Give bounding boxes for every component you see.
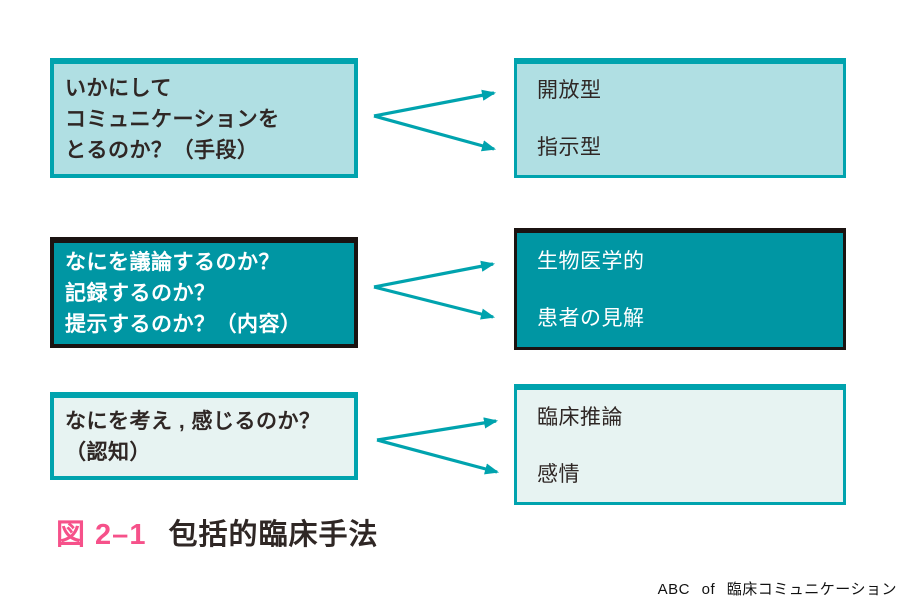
- box-biomedical-patient-view: 生物医学的 患者の見解: [514, 228, 846, 350]
- box-text-line: 開放型: [537, 79, 602, 102]
- box-text-line: 生物医学的: [537, 249, 645, 273]
- box-text-line: （認知）: [65, 441, 151, 464]
- figure-caption: 図 2–1 包括的臨床手法: [56, 511, 378, 553]
- box-text-line: 指示型: [537, 136, 602, 159]
- figure-title: 包括的臨床手法: [168, 519, 379, 551]
- box-text-line: 患者の見解: [537, 306, 645, 330]
- box-text-line: なにを議論するのか？: [65, 251, 280, 274]
- box-text-line: 感情: [537, 462, 580, 486]
- box-text-line: とるのか？（手段）: [65, 138, 259, 162]
- fork-arrow-row2: [373, 260, 496, 320]
- book-title: ABC of 臨床コミュニケーション: [657, 581, 897, 598]
- box-text-line: いかにして: [65, 76, 172, 100]
- box-reasoning-emotion: 臨床推論 感情: [514, 384, 846, 505]
- figure-number: 図 2–1: [56, 519, 147, 551]
- box-what-discuss-content: なにを議論するのか？ 記録するのか？ 提示するのか？（内容）: [50, 237, 358, 348]
- box-open-directive-types: 開放型 指示型: [514, 58, 846, 178]
- fork-arrow-row1: [373, 89, 497, 152]
- box-text-line: 記録するのか？: [65, 282, 216, 305]
- box-text-line: コミュニケーションを: [65, 107, 280, 131]
- box-how-communicate-means: いかにして コミュニケーションを とるのか？（手段）: [50, 58, 358, 178]
- fork-arrow-row3: [376, 417, 500, 475]
- box-text-line: なにを考え , 感じるのか？: [65, 410, 321, 433]
- box-text-line: 臨床推論: [537, 405, 623, 429]
- box-text-line: 提示するのか？（内容）: [65, 313, 302, 336]
- box-think-feel-cognition: なにを考え , 感じるのか？ （認知）: [50, 392, 358, 480]
